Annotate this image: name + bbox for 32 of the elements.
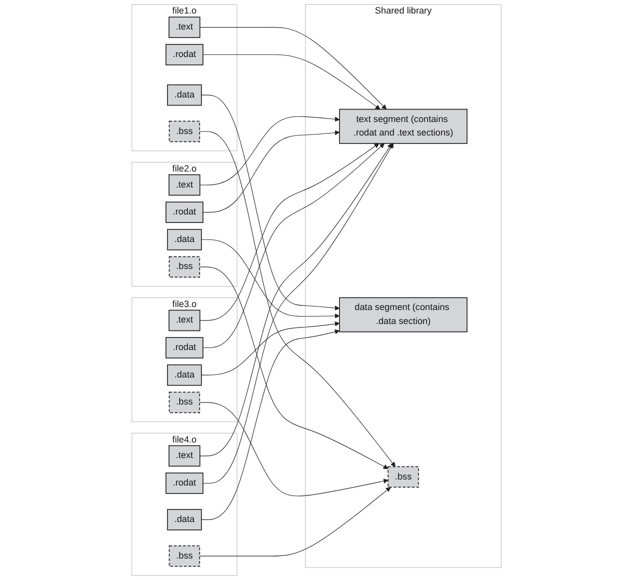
arrow: [202, 130, 340, 213]
arrow: [201, 94, 340, 310]
node-box: .rodat: [166, 472, 204, 494]
node-box: .data: [167, 228, 202, 250]
arrow: [201, 329, 340, 520]
node-box: .bss: [168, 392, 200, 414]
arrow: [202, 54, 380, 110]
arrow: [200, 27, 387, 110]
node-box: .text: [168, 174, 200, 196]
arrow: [201, 321, 340, 376]
arrow: [201, 239, 340, 318]
node-box: .text: [168, 445, 200, 467]
node-box: .rodat: [166, 337, 204, 358]
node-box: data segment (contains .data section): [339, 297, 468, 332]
node-box: text segment (contains .rodat and .text sections): [339, 108, 468, 144]
arrow: [199, 266, 388, 469]
node-box: .bss: [168, 545, 200, 567]
node-box: .bss: [168, 256, 200, 278]
node-box: .text: [168, 310, 200, 332]
arrow: [199, 402, 388, 496]
arrow: [200, 116, 340, 186]
node-box: .rodat: [166, 44, 204, 66]
node-box: .text: [168, 16, 200, 38]
node-box: .rodat: [166, 202, 204, 223]
arrow: [200, 143, 380, 321]
node-box: .data: [167, 364, 202, 386]
arrow: [199, 487, 391, 556]
node-box: .bss: [388, 466, 419, 488]
node-box: .data: [167, 84, 202, 106]
node-box: .data: [167, 509, 202, 530]
arrow: [202, 143, 385, 348]
node-box: .bss: [168, 120, 200, 142]
